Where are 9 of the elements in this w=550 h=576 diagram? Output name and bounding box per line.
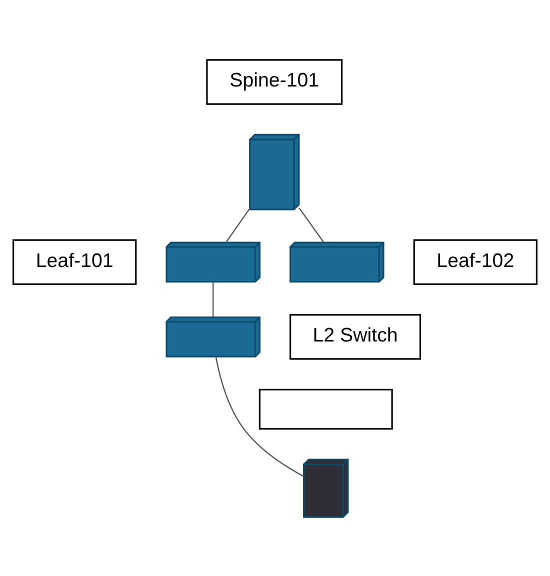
node-box — [258, 388, 393, 430]
connector — [226, 208, 250, 242]
connector — [298, 207, 324, 242]
node-box: L2 Switch — [290, 314, 422, 360]
connector — [212, 282, 214, 316]
connector — [215, 356, 304, 476]
node-box: Leaf-102 — [413, 238, 538, 284]
node-box: Spine-101 — [206, 58, 343, 104]
node-box: Leaf-101 — [12, 238, 137, 284]
